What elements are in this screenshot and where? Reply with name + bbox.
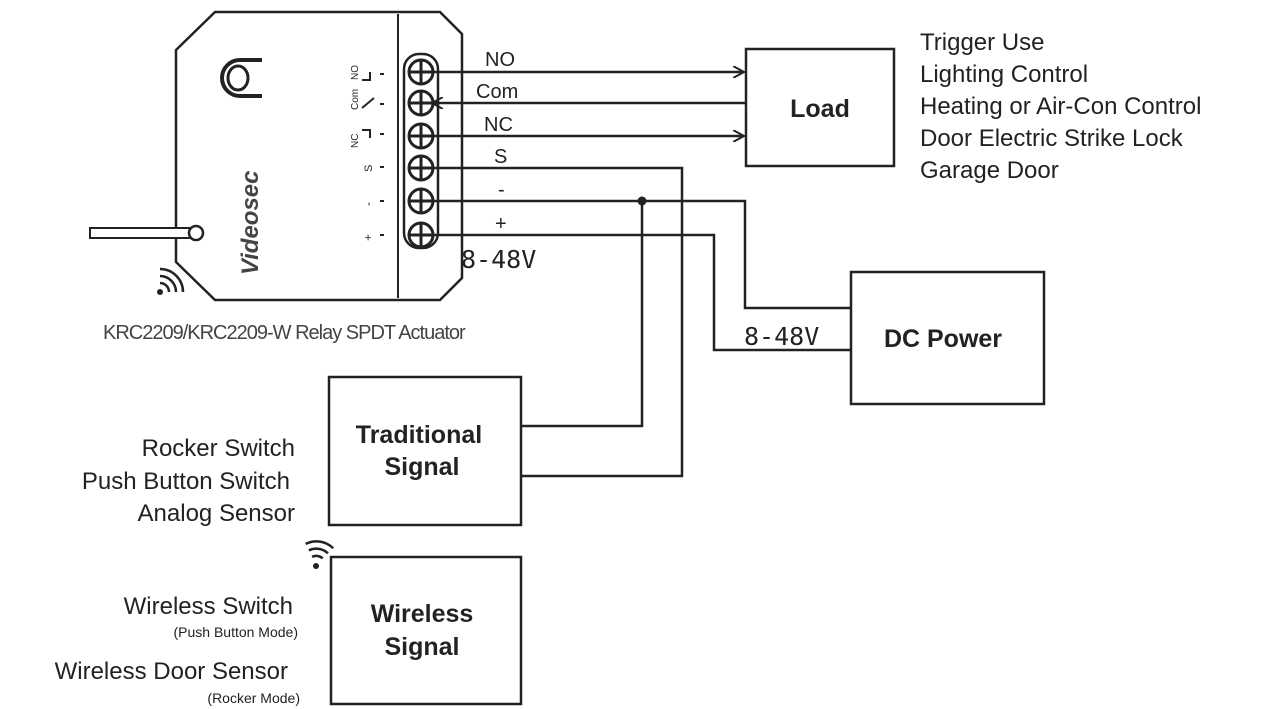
device-hook-icon xyxy=(220,58,262,98)
load-box: Load xyxy=(744,47,896,168)
terminal-marks: NO Com NC S - + xyxy=(350,65,384,241)
wire-label-plus: + xyxy=(495,213,507,235)
wire-label-no: NO xyxy=(485,49,515,71)
wireless-door-label: Wireless Door Sensor xyxy=(55,658,288,685)
load-use-item: Trigger Use xyxy=(920,29,1044,56)
wireless-inputs-list: Wireless Switch (Push Button Mode) Wirel… xyxy=(55,593,300,706)
wire-plus xyxy=(430,233,851,352)
wireless-label-line2: Signal xyxy=(384,633,459,661)
traditional-input-item: Push Button Switch xyxy=(82,468,290,495)
wires xyxy=(430,72,851,478)
terminal-mark-s: S xyxy=(363,165,375,172)
terminal-mark-com: Com xyxy=(350,89,361,110)
wire-minus xyxy=(430,199,851,310)
device-brand: Videosec xyxy=(237,171,264,276)
terminal-mark-no: NO xyxy=(350,65,361,80)
load-use-item: Heating or Air-Con Control xyxy=(920,93,1201,120)
antenna xyxy=(89,224,205,242)
load-label: Load xyxy=(790,95,850,123)
traditional-label-line2: Signal xyxy=(384,453,459,481)
dc-power-box: DC Power xyxy=(849,270,1046,406)
wireless-door-mode: (Rocker Mode) xyxy=(207,690,300,706)
load-use-item: Garage Door xyxy=(920,157,1059,184)
wire-label-minus: - xyxy=(498,179,505,201)
load-use-item: Door Electric Strike Lock xyxy=(920,125,1184,152)
wifi-icon xyxy=(157,267,185,295)
traditional-signal-box: Traditional Signal xyxy=(327,375,523,527)
traditional-input-item: Analog Sensor xyxy=(138,500,295,527)
screw-terminal-icon xyxy=(407,122,435,150)
traditional-input-item: Rocker Switch xyxy=(142,435,295,462)
relay-device: Videosec NO Com NC S - xyxy=(89,10,464,302)
traditional-inputs-list: Rocker Switch Push Button Switch Analog … xyxy=(82,435,295,527)
device-caption: KRC2209/KRC2209-W Relay SPDT Actuator xyxy=(103,322,466,344)
screw-terminal-icon xyxy=(407,154,435,182)
wire-junction xyxy=(637,196,647,206)
wireless-switch-mode: (Push Button Mode) xyxy=(173,624,298,640)
voltage-label-device: 8-48V xyxy=(461,245,536,274)
screw-terminal-icon xyxy=(407,58,435,86)
dc-power-label: DC Power xyxy=(884,325,1002,353)
screw-terminal-icon xyxy=(407,221,435,249)
terminal-mark-plus: + xyxy=(361,234,375,241)
screw-terminal-icon xyxy=(407,89,435,117)
load-use-item: Lighting Control xyxy=(920,61,1088,88)
terminal-mark-minus: - xyxy=(361,202,375,206)
load-uses-list: Trigger Use Lighting Control Heating or … xyxy=(920,29,1201,184)
traditional-label-line1: Traditional xyxy=(356,421,482,449)
terminal-mark-nc: NC xyxy=(350,134,361,148)
wire-s xyxy=(430,166,684,478)
voltage-label-power: 8-48V xyxy=(744,322,819,351)
wireless-switch-label: Wireless Switch xyxy=(124,593,293,620)
wireless-label-line1: Wireless xyxy=(371,600,474,628)
wire-label-nc: NC xyxy=(484,114,513,136)
screw-terminal-icon xyxy=(407,187,435,215)
wireless-signal-box: Wireless Signal xyxy=(329,555,523,706)
wire-label-com: Com xyxy=(476,81,518,103)
wire-label-s: S xyxy=(494,146,507,168)
wire-signal-minus xyxy=(520,201,644,428)
wifi-icon xyxy=(305,540,335,569)
